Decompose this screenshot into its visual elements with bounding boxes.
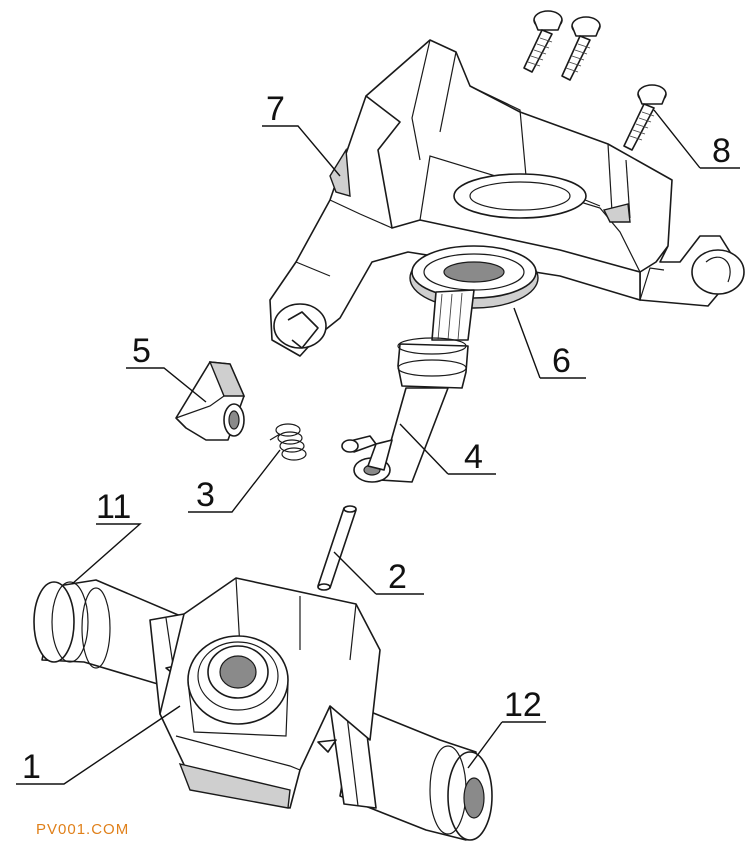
valve-body-part [33, 577, 493, 841]
callout-2: 2 [388, 558, 407, 596]
handle-knob-part [175, 361, 246, 441]
callout-labels: 7 8 5 6 3 4 2 11 12 1 [22, 90, 731, 786]
leader-4 [399, 423, 496, 475]
callout-3: 3 [196, 476, 215, 514]
screw-right [623, 84, 667, 151]
leader-12 [467, 721, 546, 769]
screw-middle [561, 16, 601, 81]
bracket-part [269, 39, 745, 357]
spring-part [269, 423, 307, 461]
callout-8: 8 [712, 132, 731, 170]
callout-4: 4 [464, 438, 483, 476]
screw-left [523, 10, 563, 73]
callout-11: 11 [96, 488, 131, 526]
leader-2 [333, 551, 424, 595]
callout-6: 6 [552, 342, 571, 380]
seal-ring-part [409, 245, 539, 309]
leader-1 [16, 705, 181, 785]
callout-7: 7 [266, 90, 285, 128]
leader-5 [126, 367, 207, 403]
leader-lines [16, 109, 740, 785]
leader-11 [71, 523, 142, 585]
spindle-part [341, 289, 475, 483]
callout-1: 1 [22, 748, 41, 786]
callout-12: 12 [504, 686, 542, 724]
leader-8 [653, 109, 740, 169]
callout-5: 5 [132, 332, 151, 370]
leader-6 [513, 307, 586, 379]
leader-3 [188, 449, 281, 513]
watermark-text: PV001.COM [36, 821, 130, 838]
leader-7 [262, 125, 341, 177]
pin-part [317, 505, 357, 591]
